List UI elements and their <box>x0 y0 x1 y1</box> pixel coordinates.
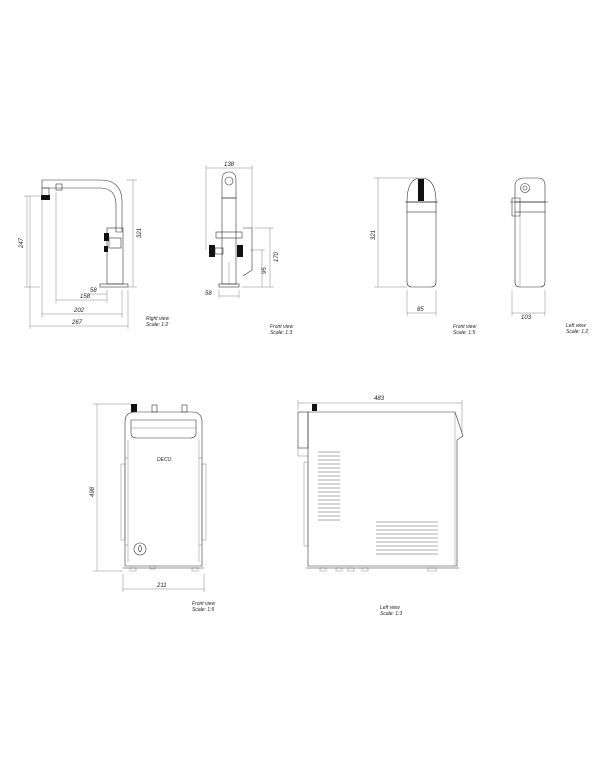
tap-front-outline <box>209 171 253 288</box>
unit-front-outline <box>120 404 207 572</box>
caption-scale: Scale: 1:2 <box>146 322 168 328</box>
tap-right-dimensions: 247 321 58 158 202 267 <box>19 179 143 329</box>
filter-left-dimensions: 103 <box>511 290 546 321</box>
caption-scale: Scale: 1:5 <box>453 330 475 336</box>
unit-front-view: DECO 498 211 Front view Scale: 1:5 <box>90 403 215 613</box>
caption-scale: Scale: 1:5 <box>192 607 214 613</box>
unit-left-dimensions: 483 <box>297 396 463 434</box>
dim-267: 267 <box>71 320 83 326</box>
dim-158: 158 <box>80 294 91 300</box>
vent-grille-upper <box>318 451 340 521</box>
dim-58: 58 <box>205 291 212 297</box>
filter-left-outline <box>510 177 548 288</box>
caption-scale: Scale: 1:3 <box>270 330 292 336</box>
dim-321: 321 <box>371 230 377 240</box>
unit-front-dimensions: 498 211 <box>90 403 205 592</box>
caption-view: Front view <box>270 324 293 330</box>
caption-view: Front view <box>453 324 476 330</box>
filter-front-outline <box>405 177 438 288</box>
dim-211: 211 <box>156 583 167 589</box>
dim-247: 247 <box>19 237 25 249</box>
caption-view: Left view <box>566 323 586 329</box>
caption-scale: Scale: 1:2 <box>566 329 588 335</box>
brand-logo-text: DECO <box>157 457 172 463</box>
filter-front-dimensions: 321 85 <box>371 177 437 316</box>
dim-498: 498 <box>90 486 96 497</box>
vent-grille-lower <box>376 521 438 555</box>
dim-103: 103 <box>521 315 532 321</box>
tap-front-view: 138 170 95 58 Front view Scale: 1:3 <box>205 162 293 336</box>
unit-left-outline <box>297 404 464 572</box>
dim-483: 483 <box>374 396 385 402</box>
caption-view: Left view <box>380 605 400 611</box>
dim-138: 138 <box>224 162 235 168</box>
dim-202: 202 <box>73 308 85 314</box>
unit-left-view: 483 Left view Scale: 1:3 <box>297 396 464 617</box>
dim-85: 85 <box>417 307 424 313</box>
tap-right-outline <box>41 179 129 288</box>
dim-170: 170 <box>274 251 280 262</box>
dim-321: 321 <box>137 228 143 238</box>
dim-95: 95 <box>262 267 268 274</box>
caption-view: Front view <box>192 601 215 607</box>
filter-left-view: 103 Left view Scale: 1:2 <box>510 177 588 335</box>
dim-58: 58 <box>90 288 97 294</box>
tap-right-view: 247 321 58 158 202 267 Right view Scale:… <box>19 179 169 329</box>
caption-view: Right view <box>146 316 169 322</box>
caption-scale: Scale: 1:3 <box>380 611 402 617</box>
filter-front-view: 321 85 Front view Scale: 1:5 <box>371 177 476 336</box>
tap-front-dimensions: 138 170 95 58 <box>205 162 280 298</box>
